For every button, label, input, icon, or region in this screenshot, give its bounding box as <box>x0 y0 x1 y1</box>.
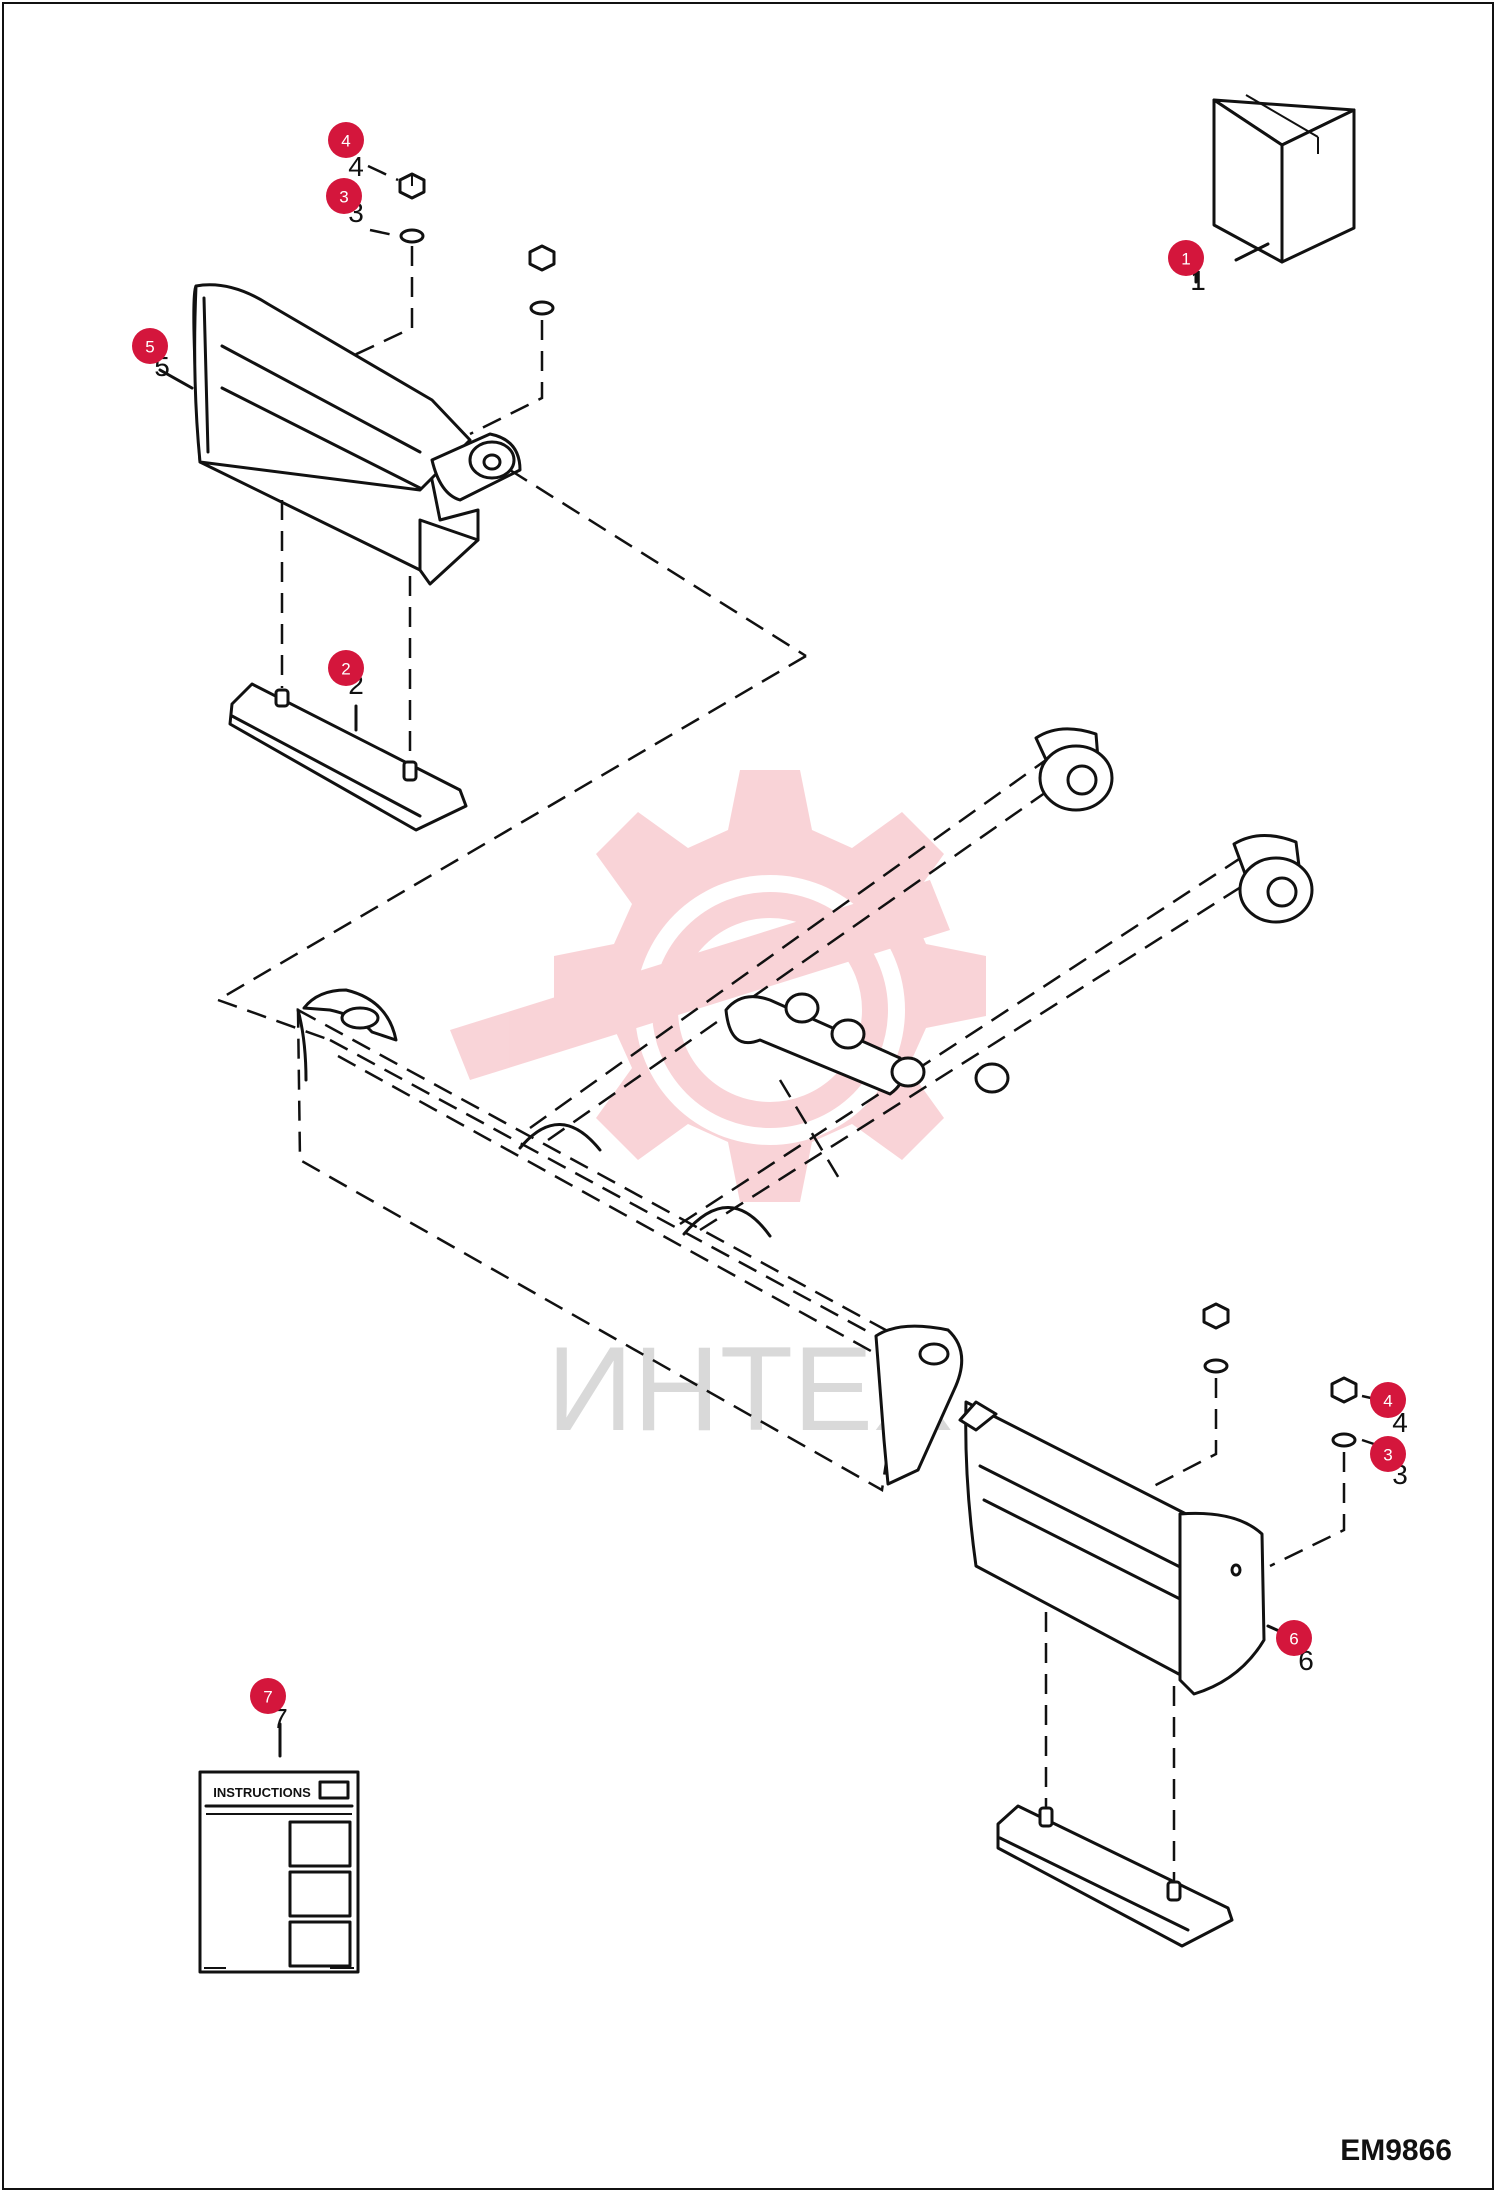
callout-1: 1 <box>1168 240 1204 276</box>
washer-icon <box>529 300 555 316</box>
callout-7: 7 <box>250 1678 286 1714</box>
callout-3-lower: 3 <box>1370 1436 1406 1472</box>
svg-text:6: 6 <box>1289 1630 1298 1649</box>
hex-nut-icon <box>528 244 556 272</box>
svg-text:3: 3 <box>339 188 348 207</box>
hex-nut-icon <box>1202 1302 1230 1330</box>
svg-text:4: 4 <box>341 132 350 151</box>
wear-strip-part <box>228 682 468 832</box>
lift-arm-assembly <box>296 727 1314 1492</box>
svg-text:5: 5 <box>145 338 154 357</box>
left-guard-part <box>158 283 522 586</box>
callout-2: 2 <box>328 650 364 686</box>
instructions-title: INSTRUCTIONS <box>213 1785 311 1800</box>
washer-icon <box>1203 1358 1229 1374</box>
instructions-manual-icon: INSTRUCTIONS <box>198 1722 360 1974</box>
right-guard-part <box>958 1400 1292 1696</box>
svg-text:2: 2 <box>341 660 350 679</box>
hex-nut-icon <box>1330 1376 1358 1404</box>
washer-icon <box>1331 1432 1357 1448</box>
hex-nut-icon <box>398 172 426 200</box>
svg-text:4: 4 <box>348 151 364 182</box>
box-icon <box>1194 94 1356 284</box>
washer-icon <box>399 228 425 244</box>
callout-5: 5 <box>132 328 168 364</box>
callout-4: 4 <box>328 122 364 158</box>
svg-text:7: 7 <box>263 1688 272 1707</box>
svg-text:4: 4 <box>1383 1392 1392 1411</box>
callout-3: 3 <box>326 178 362 214</box>
callout-6: 6 <box>1276 1620 1312 1656</box>
svg-text:3: 3 <box>1383 1446 1392 1465</box>
drawing-code: EM9866 <box>1340 2134 1452 2167</box>
callout-4-lower: 4 <box>1370 1382 1406 1418</box>
wear-strip-part <box>996 1804 1234 1948</box>
svg-text:1: 1 <box>1181 250 1190 269</box>
